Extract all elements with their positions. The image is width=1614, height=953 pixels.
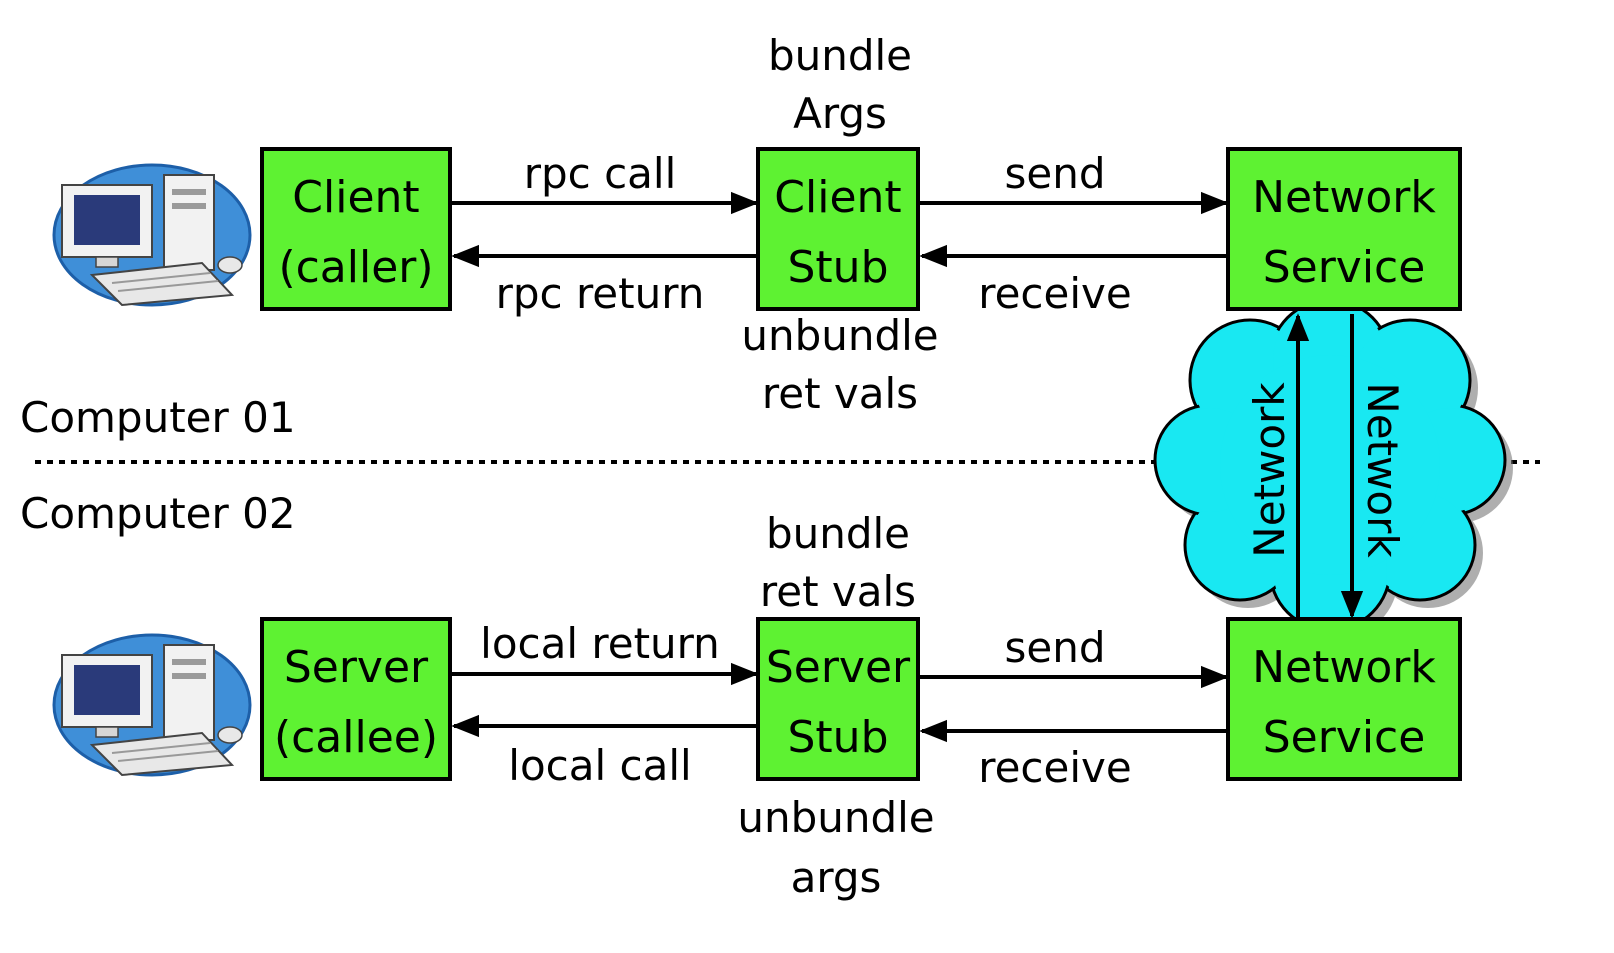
- server-stub-line1: Server: [766, 642, 911, 693]
- network-service-top-line1: Network: [1252, 172, 1436, 223]
- network-cloud: [1153, 298, 1513, 638]
- network-service-box-top: Network Service: [1226, 147, 1462, 311]
- computer-icon-top: [52, 163, 252, 307]
- server-box-line1: Server: [284, 642, 429, 693]
- computer-icon-bottom: [52, 633, 252, 777]
- network-service-top-line2: Service: [1263, 242, 1426, 293]
- server-stub-below-line1: unbundle: [737, 793, 934, 842]
- server-box-line2: (callee): [274, 712, 438, 763]
- client-stub-below-line1: unbundle: [741, 311, 938, 360]
- server-stub-below-line2: args: [791, 853, 882, 902]
- network-service-bottom-line1: Network: [1252, 642, 1436, 693]
- local-call-label: local call: [508, 741, 691, 790]
- receive-label-bottom: receive: [978, 743, 1131, 792]
- server-stub-line2: Stub: [788, 712, 889, 763]
- rpc-return-label: rpc return: [496, 269, 705, 318]
- rpc-call-label: rpc call: [524, 149, 677, 198]
- client-stub-line1: Client: [774, 172, 901, 223]
- computer-01-label: Computer 01: [20, 393, 296, 442]
- network-service-bottom-line2: Service: [1263, 712, 1426, 763]
- receive-label-top: receive: [978, 269, 1131, 318]
- client-box-line1: Client: [292, 172, 419, 223]
- client-stub-above-line2: Args: [793, 89, 887, 138]
- client-box: Client (caller): [260, 147, 452, 311]
- network-service-box-bottom: Network Service: [1226, 617, 1462, 781]
- server-stub-above-line2: ret vals: [760, 567, 916, 616]
- client-stub-above-line1: bundle: [768, 31, 912, 80]
- local-return-label: local return: [480, 619, 720, 668]
- server-box: Server (callee): [260, 617, 452, 781]
- client-stub-line2: Stub: [788, 242, 889, 293]
- client-stub-box: Client Stub: [756, 147, 920, 311]
- client-box-line2: (caller): [278, 242, 433, 293]
- computer-02-label: Computer 02: [20, 489, 296, 538]
- network-down-label: Network: [1358, 382, 1407, 558]
- client-stub-below-line2: ret vals: [762, 369, 918, 418]
- send-label-top: send: [1004, 149, 1105, 198]
- send-label-bottom: send: [1004, 623, 1105, 672]
- server-stub-above-line1: bundle: [766, 509, 910, 558]
- server-stub-box: Server Stub: [756, 617, 920, 781]
- network-up-label: Network: [1245, 382, 1294, 558]
